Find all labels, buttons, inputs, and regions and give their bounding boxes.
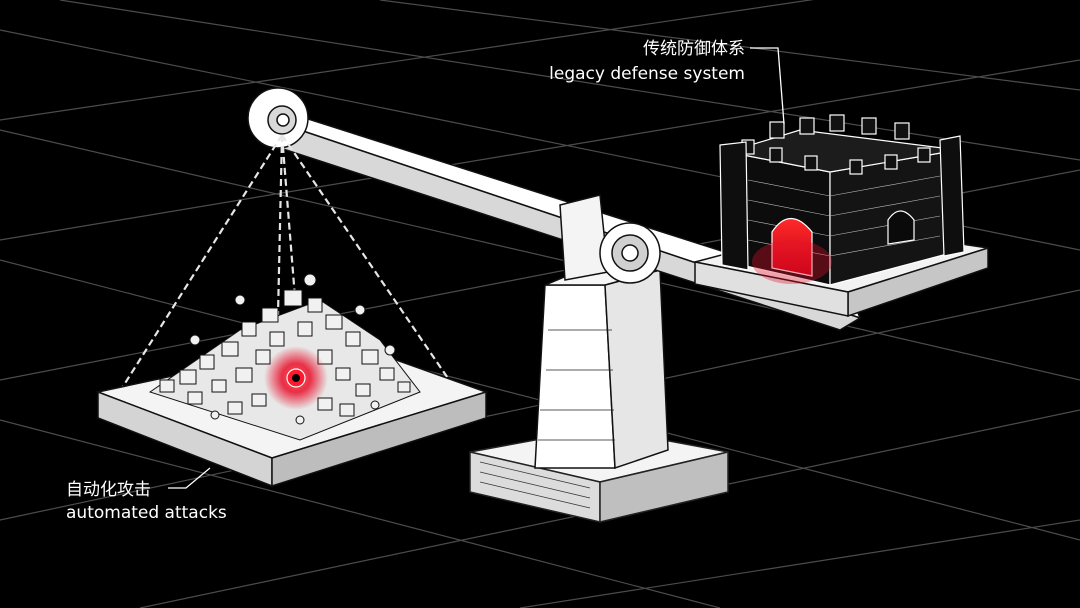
automated-attacks-label-zh: 自动化攻击 <box>66 480 151 500</box>
legacy-defense-label-en: legacy defense system <box>549 64 745 84</box>
castle-icon <box>719 114 965 286</box>
automated-attacks-label: 自动化攻击 automated attacks <box>66 480 227 523</box>
legacy-defense-label-zh: 传统防御体系 <box>643 39 745 59</box>
red-core-icon <box>264 346 328 410</box>
beam-end-wheel <box>247 87 309 149</box>
castle-gate <box>771 217 813 277</box>
automated-attacks-label-en: automated attacks <box>66 503 227 523</box>
label-leader-lines <box>168 47 785 489</box>
fulcrum-pillar <box>534 261 669 470</box>
fulcrum-pivot <box>559 194 661 284</box>
gate-glow <box>752 240 832 284</box>
legacy-defense-label: 传统防御体系 legacy defense system <box>549 39 745 84</box>
